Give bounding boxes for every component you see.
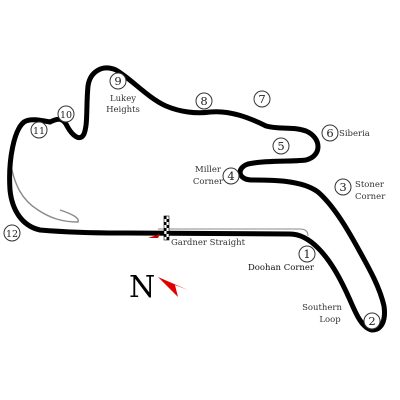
corner-3-number: 3 [339, 180, 346, 194]
corner-9-number: 9 [114, 74, 121, 88]
corner-3-marker: 3 [334, 178, 352, 196]
label-siberia: Siberia [339, 129, 370, 139]
corner-9-marker: 9 [109, 72, 127, 90]
corner-1-marker: 1 [298, 245, 316, 263]
label-lukey-2: Heights [106, 105, 140, 115]
label-stoner-1: Stoner [355, 180, 385, 190]
start-finish-line [163, 215, 170, 241]
corner-6-number: 6 [326, 126, 333, 140]
corner-2-number: 2 [368, 314, 375, 328]
corner-8-marker: 8 [195, 92, 213, 110]
north-compass: N [129, 270, 188, 305]
corner-4-number: 4 [227, 169, 234, 183]
corner-8-number: 8 [200, 94, 207, 108]
runoff-path [9, 159, 79, 223]
north-letter: N [129, 270, 155, 305]
corner-11-number: 11 [33, 126, 45, 137]
label-southern-1: Southern [302, 303, 342, 313]
corner-12-number: 12 [6, 229, 18, 240]
label-doohan: Doohan Corner [248, 263, 315, 273]
corner-5-marker: 5 [272, 137, 290, 155]
north-arrow-icon [158, 277, 188, 297]
corner-7-number: 7 [258, 92, 265, 106]
corner-6-marker: 6 [321, 124, 339, 142]
corner-7-marker: 7 [253, 90, 271, 108]
label-gardner-straight: Gardner Straight [171, 238, 246, 248]
label-southern-2: Loop [319, 315, 341, 325]
corner-11-marker: 11 [30, 121, 48, 139]
corner-2-marker: 2 [363, 312, 381, 330]
corner-5-number: 5 [277, 139, 284, 153]
pit-lane [158, 228, 309, 237]
corner-12-marker: 12 [3, 224, 21, 242]
direction-arrow [148, 234, 160, 238]
track-outline [7, 65, 387, 333]
corner-4-marker: 4 [222, 167, 240, 185]
corner-10-number: 10 [60, 110, 72, 121]
corner-10-marker: 10 [57, 105, 75, 123]
label-miller-2: Corner [193, 177, 224, 187]
label-lukey-1: Lukey [110, 94, 136, 104]
corner-1-number: 1 [303, 247, 310, 261]
label-stoner-2: Corner [355, 192, 386, 202]
label-miller-1: Miller [195, 165, 222, 175]
